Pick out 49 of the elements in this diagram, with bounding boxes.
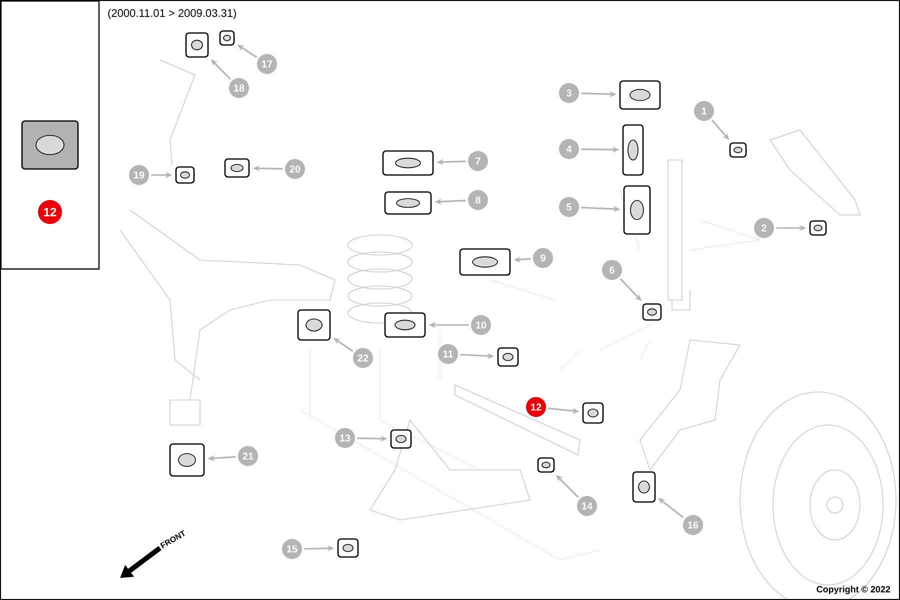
bushing-picture (537, 457, 555, 473)
callout-number: 6 (602, 260, 622, 280)
bushing-picture (384, 191, 432, 215)
bushing-picture (582, 402, 604, 424)
callout-number: 5 (559, 197, 579, 217)
bushing-picture (390, 429, 412, 449)
callout-number: 21 (238, 446, 258, 466)
callout-number: 9 (533, 248, 553, 268)
bushing-picture (21, 120, 79, 170)
bushing-picture (809, 220, 827, 236)
bushing-picture (632, 471, 656, 503)
callout-number: 10 (471, 315, 491, 335)
callout-number: 7 (468, 151, 488, 171)
bushing-picture (729, 142, 747, 158)
bushing-picture (459, 248, 511, 276)
bushing-picture (219, 30, 235, 46)
title: (2000.11.01 > 2009.03.31) (108, 8, 236, 20)
copyright-note: Copyright © 2022 (816, 586, 890, 594)
bushing-picture (337, 538, 359, 558)
bushing-picture (642, 303, 662, 321)
callout-number: 8 (468, 190, 488, 210)
callout-number: 15 (282, 539, 302, 559)
callout-number: 3 (559, 83, 579, 103)
callout-number: 2 (754, 218, 774, 238)
bushing-picture (169, 443, 205, 477)
sidebar-frame (0, 0, 100, 270)
callout-number: 4 (559, 139, 579, 159)
bushing-picture (623, 185, 651, 235)
bushing-picture (619, 80, 661, 110)
callout-number: 11 (438, 344, 458, 364)
bushing-picture (185, 32, 209, 58)
callout-number: 22 (353, 348, 373, 368)
callout-number: 17 (257, 54, 277, 74)
bushing-picture (384, 312, 426, 338)
callout-number: 16 (683, 515, 703, 535)
callout-number: 1 (694, 101, 714, 121)
bushing-picture (224, 158, 250, 178)
bushing-picture (497, 347, 519, 367)
bushing-picture (382, 150, 434, 176)
callout-number: 18 (229, 78, 249, 98)
callout-number: 12 (38, 200, 62, 224)
callout-number: 20 (285, 159, 305, 179)
bushing-picture (175, 166, 195, 184)
callout-number: 12 (526, 397, 546, 417)
bushing-picture (622, 124, 644, 176)
callout-number: 14 (577, 496, 597, 516)
callout-number: 19 (129, 165, 149, 185)
callout-number: 13 (335, 428, 355, 448)
bushing-picture (297, 309, 331, 341)
